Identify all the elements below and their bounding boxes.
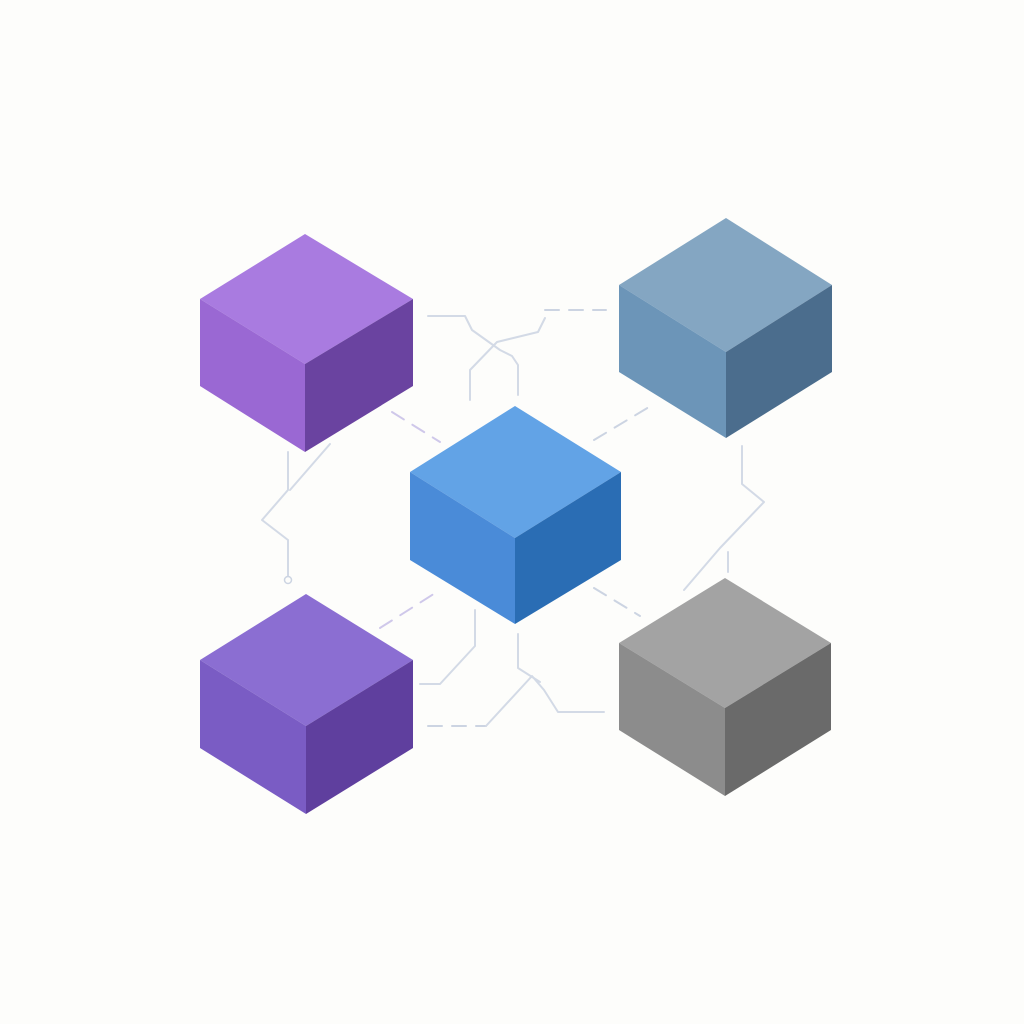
cube-bottom-right-face-left [619, 643, 725, 796]
connector-bottom-mid [485, 675, 605, 727]
cube-center-face-right [515, 472, 621, 624]
cube-bottom-right-face-right [725, 643, 831, 796]
cube-bottom-right [619, 578, 831, 796]
cube-top-right-face-top [619, 218, 832, 352]
connector-br-center [593, 587, 641, 617]
cubes [200, 218, 832, 814]
cube-center [410, 406, 621, 624]
cube-bottom-left-face-right [306, 660, 413, 814]
connector-bottom-center [517, 633, 541, 683]
cube-bottom-left [200, 594, 413, 814]
connectors [261, 309, 765, 727]
cube-top-left-face-right [305, 299, 413, 452]
cube-top-left-face-left [200, 299, 305, 452]
connector-bl-center [379, 589, 441, 629]
connector-left-circuit [261, 451, 289, 577]
connector-top-circuit [427, 315, 519, 396]
cube-top-right-face-left [619, 285, 726, 438]
cube-top-left [200, 234, 413, 452]
connector-right-circuit [683, 445, 765, 591]
cube-bottom-left-face-left [200, 660, 306, 814]
connector-top-mid [469, 317, 546, 401]
cube-center-face-left [410, 472, 515, 624]
cube-top-right-face-right [726, 285, 832, 438]
connector-bottom-left [419, 609, 476, 685]
cube-top-left-face-top [200, 234, 413, 364]
cube-bottom-left-face-top [200, 594, 413, 726]
cube-top-right [619, 218, 832, 438]
connector-tl-center [391, 411, 441, 443]
connector-node-dot [283, 575, 293, 585]
cube-center-face-top [410, 406, 621, 538]
connector-left-diag [289, 443, 331, 491]
connector-tr-center [593, 403, 655, 441]
